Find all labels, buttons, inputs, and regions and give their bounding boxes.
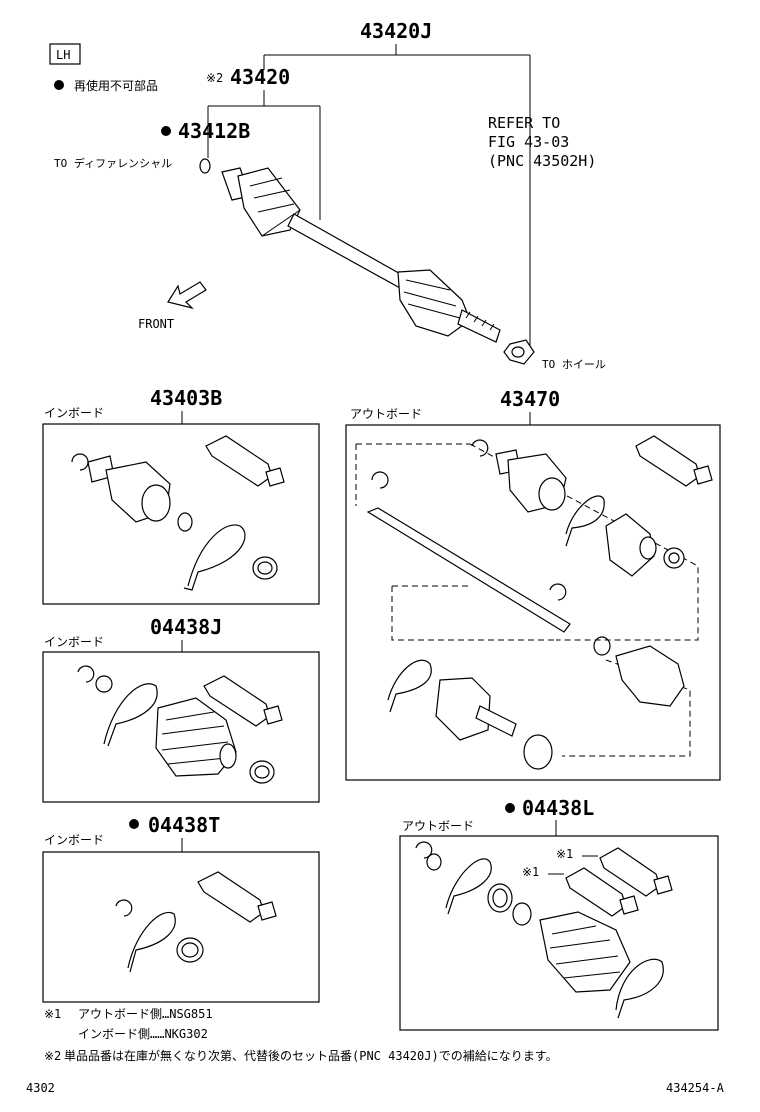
front-arrow-icon bbox=[167, 281, 207, 310]
grease-tube-icon bbox=[205, 435, 273, 487]
snap-ring-icon bbox=[71, 453, 89, 471]
kit-04438L-box bbox=[399, 835, 719, 1031]
clamp-icon bbox=[249, 760, 275, 784]
ring-icon bbox=[593, 636, 611, 656]
inner-joint-icon bbox=[435, 677, 491, 741]
kit-04438L-note-1: ※1 bbox=[556, 847, 573, 861]
kit-04438J-parts bbox=[77, 665, 283, 784]
kit-04438J-side: インボード bbox=[44, 635, 104, 649]
figure-number: 4302 bbox=[26, 1081, 55, 1095]
snap-ring-icon bbox=[199, 158, 211, 174]
clamp-icon bbox=[523, 734, 553, 770]
refer-line-1: REFER TO bbox=[488, 114, 560, 132]
drive-shaft-assembly bbox=[199, 158, 535, 365]
legend-text: 再使用不可部品 bbox=[74, 78, 158, 93]
boot-clamp-icon bbox=[565, 495, 605, 547]
drawing-number: 434254-A bbox=[666, 1081, 725, 1095]
to-differential-label: TO ディファレンシャル bbox=[54, 156, 172, 170]
boot-clamp-icon bbox=[183, 524, 246, 591]
leader-shaft bbox=[207, 90, 321, 220]
kit-43403B-pn: 43403B bbox=[150, 386, 222, 410]
kit-04438L-dot-icon bbox=[505, 803, 515, 813]
kit-04438T-parts bbox=[115, 871, 277, 973]
to-wheel-label: TO ホイール bbox=[542, 358, 606, 371]
snap-ring-icon bbox=[115, 899, 133, 917]
grease-tube-icon bbox=[635, 435, 701, 487]
kit-43470-pn: 43470 bbox=[500, 387, 560, 411]
footnote-1-line-2: インボード側……NKG302 bbox=[78, 1027, 208, 1041]
ring-icon bbox=[512, 902, 532, 926]
footnote-2-mark: ※2 bbox=[44, 1049, 61, 1063]
kit-43403B-box bbox=[42, 423, 320, 605]
kit-04438L-pn: 04438L bbox=[522, 796, 594, 820]
ring-icon bbox=[426, 853, 442, 871]
snap-ring-icon bbox=[77, 665, 95, 683]
boot-icon bbox=[539, 911, 631, 993]
kit-04438T-side: インボード bbox=[44, 833, 104, 847]
shaft-bar bbox=[287, 213, 405, 289]
kit-43403B-parts bbox=[71, 435, 285, 591]
boot-clamp-icon bbox=[445, 858, 492, 915]
hub-nut-icon bbox=[503, 339, 535, 365]
footnote-1-mark: ※1 bbox=[44, 1007, 61, 1021]
clamp-icon bbox=[663, 547, 685, 569]
kit-04438L-side: アウトボード bbox=[402, 819, 474, 833]
kit-43403B-side: インボード bbox=[44, 406, 104, 420]
refer-line-2: FIG 43-03 bbox=[488, 133, 569, 151]
boot-icon bbox=[615, 645, 685, 707]
footnote-2-text: 単品品番は在庫が無くなり次第、代替後のセット品番(PNC 43420J)での補給… bbox=[64, 1048, 558, 1063]
kit-04438T-box bbox=[42, 851, 320, 1003]
pn-shaft: 43420 bbox=[230, 65, 290, 89]
kit-04438L-parts: ※1 ※1 bbox=[415, 841, 673, 1019]
grease-tube-icon bbox=[197, 871, 265, 923]
kit-43470-side: アウトボード bbox=[350, 407, 422, 421]
clamp-icon bbox=[252, 556, 278, 580]
pn-ring: 43412B bbox=[178, 119, 250, 143]
region-tag: LH bbox=[49, 43, 81, 65]
pn-main: 43420J bbox=[360, 19, 432, 43]
kit-04438J-pn: 04438J bbox=[150, 615, 222, 639]
kit-43470-box bbox=[345, 424, 721, 781]
kit-04438T-dot-icon bbox=[129, 819, 139, 829]
refer-line-3: (PNC 43502H) bbox=[488, 152, 596, 170]
boot-clamp-icon bbox=[127, 911, 176, 973]
snap-ring-icon bbox=[471, 439, 489, 457]
pn-ring-dot-icon bbox=[161, 126, 171, 136]
boot-clamp-icon bbox=[387, 659, 432, 713]
footnote-1-line-1: アウトボード側…NSG851 bbox=[78, 1007, 213, 1021]
pn-shaft-note: ※2 bbox=[206, 71, 223, 85]
non-reusable-dot-icon bbox=[54, 80, 64, 90]
kit-04438L-note-1b: ※1 bbox=[522, 865, 539, 879]
shaft-bar bbox=[366, 507, 571, 633]
leader-main bbox=[263, 44, 531, 346]
front-label: FRONT bbox=[138, 317, 174, 331]
kit-04438T-pn: 04438T bbox=[148, 813, 220, 837]
kit-04438J-box bbox=[42, 651, 320, 803]
snap-ring-icon bbox=[371, 471, 389, 489]
kit-43470-parts bbox=[355, 435, 713, 770]
boot-clamp-icon bbox=[103, 683, 158, 747]
ring-icon bbox=[177, 512, 193, 532]
snap-ring-icon bbox=[549, 583, 567, 601]
ring-icon bbox=[95, 675, 113, 693]
region-tag-text: LH bbox=[56, 48, 70, 62]
clamp-icon bbox=[176, 937, 204, 963]
clamp-icon bbox=[487, 883, 513, 913]
boot-clamp-icon bbox=[615, 958, 664, 1019]
